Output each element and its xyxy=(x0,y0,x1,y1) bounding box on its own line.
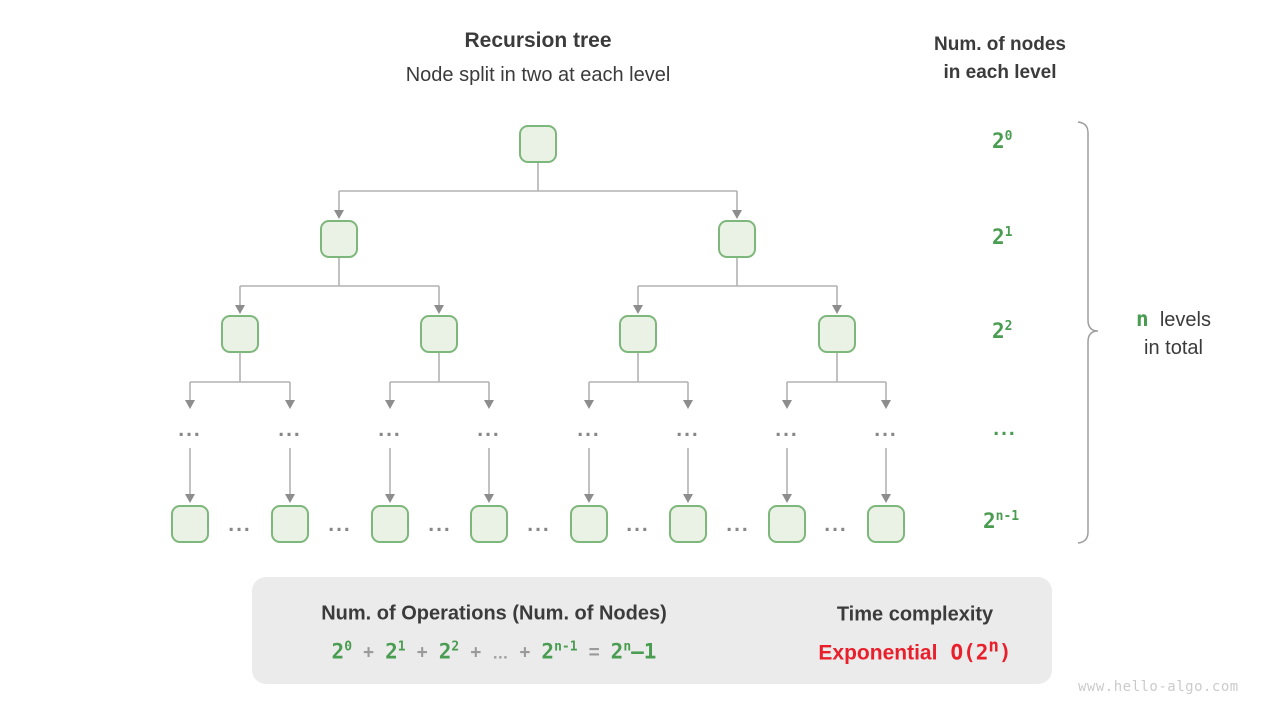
formula-term-2pow1: 21 xyxy=(385,640,405,664)
tree-node-l4-7 xyxy=(768,505,806,543)
level-count-1: 21 xyxy=(992,225,1012,249)
operations-title: Num. of Operations (Num. of Nodes) xyxy=(321,602,667,625)
levels-column-header-line2: in each level xyxy=(943,62,1057,83)
formula-term-2pow2: 22 xyxy=(439,640,459,664)
tree-node-l2-1 xyxy=(221,315,259,353)
levels-total-label: n levels in total xyxy=(1111,305,1236,362)
level-count-2: 22 xyxy=(992,319,1012,343)
tree-node-l4-6 xyxy=(669,505,707,543)
levels-column-header-line1: Num. of nodes xyxy=(934,34,1066,55)
levels-total-line1: n levels xyxy=(1111,305,1236,334)
level-count-2-base: 2 xyxy=(992,319,1005,343)
level-count-0-exp: 0 xyxy=(1004,129,1013,144)
tree-node-l1-2 xyxy=(718,220,756,258)
term-exp: 2 xyxy=(451,639,460,655)
levels-word: levels xyxy=(1159,309,1211,331)
tree-node-l4-3 xyxy=(371,505,409,543)
plus-sign: + xyxy=(470,642,482,664)
plus-sign: + xyxy=(416,642,428,664)
term-base: 2 xyxy=(610,639,624,664)
formula-term-2pow0: 20 xyxy=(332,640,352,664)
level-count-0-base: 2 xyxy=(992,129,1005,153)
levels-total-line2: in total xyxy=(1144,337,1203,359)
complexity-value: Exponential O(2n) xyxy=(818,637,1011,666)
tree-node-l1-1 xyxy=(320,220,358,258)
term-exp: 0 xyxy=(344,639,353,655)
plus-sign: + xyxy=(519,642,531,664)
level-count-2-exp: 2 xyxy=(1004,319,1013,334)
levels-column-header: Num. of nodes in each level xyxy=(934,31,1066,87)
plus-sign: + xyxy=(363,642,375,664)
n-symbol: n xyxy=(1136,307,1149,331)
term-tail: –1 xyxy=(631,639,657,664)
level-count-0: 20 xyxy=(992,129,1012,153)
complexity-big-o: O(2n) xyxy=(950,637,1011,665)
tree-node-l4-2 xyxy=(271,505,309,543)
big-o-exp: n xyxy=(988,636,999,657)
watermark: www.hello-algo.com xyxy=(1078,679,1239,695)
formula-ellipsis: … xyxy=(492,645,509,663)
tree-node-l4-4 xyxy=(470,505,508,543)
equals-sign: = xyxy=(588,642,600,664)
formula-result: 2n–1 xyxy=(611,640,657,664)
formula-term-2pow-n1: 2n-1 xyxy=(541,640,577,664)
tree-node-l2-2 xyxy=(420,315,458,353)
figure-title: Recursion tree xyxy=(464,29,612,52)
tree-node-l2-3 xyxy=(619,315,657,353)
level-count-1-base: 2 xyxy=(992,225,1005,249)
figure-subtitle: Node split in two at each level xyxy=(405,64,671,86)
tree-node-l4-1 xyxy=(171,505,209,543)
level-count-1-exp: 1 xyxy=(1004,225,1013,240)
term-base: 2 xyxy=(385,639,398,664)
levels-brace xyxy=(1077,121,1099,544)
tree-node-l4-8 xyxy=(867,505,905,543)
level-count-n1-exp: n-1 xyxy=(995,509,1020,524)
term-exp: n-1 xyxy=(554,639,578,655)
operations-formula: 20 + 21 + 22 + … + 2n-1 = 2n–1 xyxy=(332,640,657,665)
term-exp: n xyxy=(623,639,632,655)
tree-node-l0-1 xyxy=(519,125,557,163)
term-base: 2 xyxy=(541,639,555,664)
complexity-word: Exponential xyxy=(818,641,938,665)
connector-lines xyxy=(189,163,887,496)
level-count-n1: 2n-1 xyxy=(983,509,1019,533)
level-count-n1-base: 2 xyxy=(983,509,996,533)
arrowheads xyxy=(185,210,891,503)
summary-box: Num. of Operations (Num. of Nodes) 20 + … xyxy=(252,577,1052,684)
big-o-close: ) xyxy=(998,640,1012,665)
term-base: 2 xyxy=(438,639,452,664)
time-complexity-title: Time complexity xyxy=(836,603,994,626)
big-o-open: O(2 xyxy=(950,640,989,665)
tree-node-l4-5 xyxy=(570,505,608,543)
tree-node-l2-4 xyxy=(818,315,856,353)
term-base: 2 xyxy=(331,639,345,664)
term-exp: 1 xyxy=(397,639,406,655)
